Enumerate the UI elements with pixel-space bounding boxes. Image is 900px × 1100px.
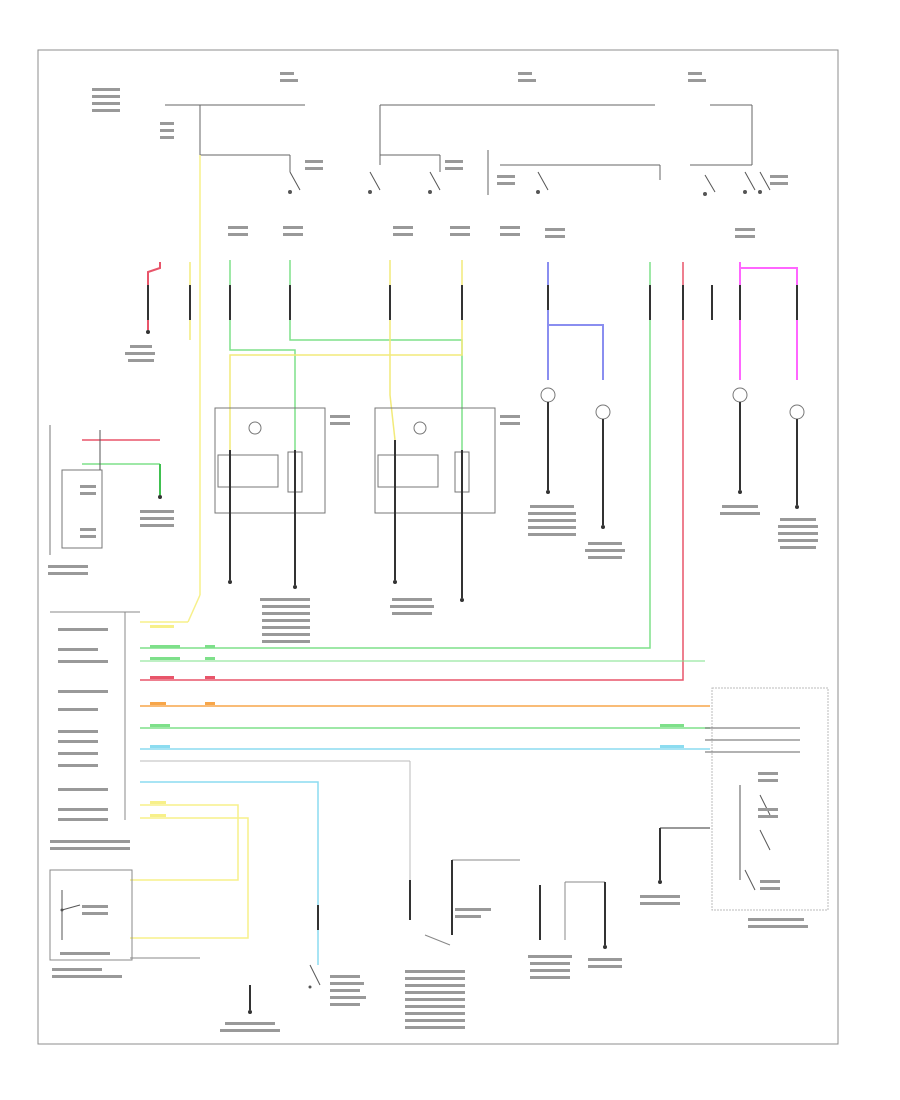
- headlamp-switch-module: [705, 687, 829, 928]
- rear-lamps: [732, 387, 805, 509]
- instrument-panel-cluster: [48, 425, 174, 575]
- headlamp-switch: [308, 964, 366, 1006]
- ground-point: [146, 330, 150, 334]
- wire-yellow-lower-2: [130, 817, 249, 939]
- headlamp-relay-switches: [288, 171, 771, 196]
- wire-green-long-right: [140, 262, 651, 649]
- ground-labels: [260, 505, 818, 643]
- fuse-labels: [92, 72, 788, 238]
- wire-pink-rear-lamps: [739, 262, 798, 380]
- wire-blue-park-lamps: [547, 262, 604, 380]
- connector-stubs: [147, 285, 798, 320]
- wire-red-left: [147, 262, 161, 330]
- left-headlamp-assembly: [214, 407, 350, 589]
- ambient-light-sensor: [405, 859, 520, 1029]
- fuse-block-top: [165, 104, 753, 195]
- ground-lower-right: [528, 881, 622, 979]
- wire-yellow-lower-1: [130, 804, 239, 881]
- right-headlamp-assembly: [374, 407, 520, 602]
- wire-cyan-headlamp-switch: [140, 781, 319, 965]
- wire-yellow-left-lamp: [229, 260, 463, 450]
- wire-red-long-right: [140, 262, 684, 681]
- diagram-border: [37, 49, 839, 1045]
- lower-left-module: [49, 869, 200, 978]
- body-control-module: [50, 611, 140, 850]
- bus-wire-labels: [150, 625, 684, 748]
- front-park-lamps: [540, 387, 611, 529]
